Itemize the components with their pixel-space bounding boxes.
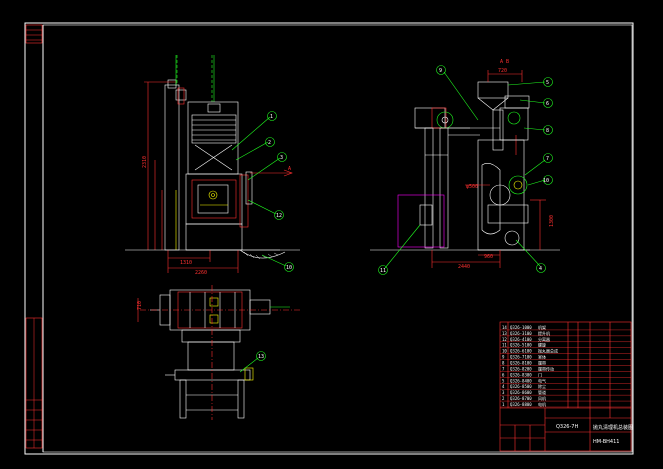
callout-10: 10 — [286, 265, 292, 271]
parts-row-name: 抛丸器总成 — [538, 348, 558, 354]
parts-row-name: 风机 — [538, 395, 546, 401]
parts-row-no: 4 — [502, 384, 505, 389]
parts-row-code: Q326-6100 — [510, 349, 532, 354]
drawing-name: 抛丸清理机总装图 — [593, 424, 633, 431]
parts-row-name: 电气 — [538, 377, 546, 383]
parts-row-name: 履带传动 — [538, 365, 554, 371]
dim-bottom-1: 1310 — [180, 260, 192, 266]
parts-row-code: Q326-8400 — [510, 378, 532, 383]
parts-row-name: 除尘 — [538, 383, 546, 389]
parts-row-no: 2 — [502, 396, 505, 401]
title-block — [499, 321, 632, 452]
left-front-view — [125, 55, 300, 273]
parts-row-no: 11 — [502, 343, 507, 348]
parts-row-no: 13 — [502, 331, 507, 336]
sheet-border — [24, 22, 634, 455]
callout-6: 6 — [546, 101, 549, 107]
callout-1: 1 — [270, 114, 273, 120]
parts-row-code: Q326-8100 — [510, 361, 532, 366]
parts-row-name: 提升机 — [538, 330, 550, 336]
parts-row-no: 9 — [502, 355, 505, 360]
parts-row-name: 机架 — [538, 324, 546, 330]
dim-height: 2310 — [142, 156, 148, 168]
parts-row-no: 6 — [502, 372, 505, 377]
parts-row-no: 14 — [502, 325, 507, 330]
parts-row-code: Q326-3100 — [510, 331, 532, 336]
callout-4: 4 — [539, 266, 542, 272]
right-view-callouts — [378, 65, 553, 275]
parts-row-name: 管道 — [538, 389, 546, 395]
left-view-callout-labels: 1 2 3 12 10 A 2310 1310 2260 — [142, 114, 292, 276]
dim-mid: 960 — [484, 254, 493, 260]
parts-row-no: 3 — [502, 390, 505, 395]
callout-7: 7 — [546, 156, 549, 162]
title-block-text: Q326-7H 抛丸清理机总装图 HM-BH411 — [556, 424, 633, 445]
parts-row-no: 10 — [502, 349, 507, 354]
dim-plan-side: 710 — [137, 301, 143, 310]
parts-row-name: 门 — [538, 371, 542, 377]
parts-row-code: Q326-1000 — [510, 325, 532, 330]
callout-13: 13 — [258, 354, 264, 360]
right-view-callout-labels: 9 5 6 8 7 10 4 11 A B 720 1300 2440 960 … — [380, 59, 555, 274]
drawing-number: HM-BH411 — [593, 439, 619, 445]
plan-view-callouts: 13 710 — [137, 301, 266, 361]
callout-2: 2 — [268, 140, 271, 146]
parts-row-name: 室体 — [538, 354, 546, 360]
parts-row-code: Q326-8800 — [510, 402, 532, 407]
right-side-view — [370, 70, 560, 269]
parts-row-no: 1 — [502, 402, 505, 407]
parts-row-code: Q326-8600 — [510, 390, 532, 395]
parts-row-no: 7 — [502, 366, 505, 371]
parts-row-code: Q326-8200 — [510, 366, 532, 371]
plan-view — [137, 285, 300, 420]
callout-9: 9 — [439, 68, 442, 74]
callout-5: 5 — [546, 80, 549, 86]
dim-inner: φ500 — [466, 184, 478, 190]
callout-12: 12 — [276, 213, 282, 219]
parts-row-no: 8 — [502, 361, 505, 366]
model-number: Q326-7H — [556, 424, 578, 430]
left-view-callouts — [265, 111, 294, 272]
dim-side: 1300 — [549, 215, 555, 227]
callout-10b: 10 — [543, 178, 549, 184]
parts-row-name: 电机 — [538, 401, 546, 407]
parts-row-no: 12 — [502, 337, 507, 342]
parts-row-name: 螺旋 — [538, 342, 546, 348]
dim-bottom-2: 2260 — [195, 270, 207, 276]
parts-row-code: Q326-8300 — [510, 372, 532, 377]
parts-row-code: Q326-5100 — [510, 343, 532, 348]
parts-row-name: 分离器 — [538, 336, 550, 342]
callout-8: 8 — [546, 128, 549, 134]
parts-row-code: Q326-8700 — [510, 396, 532, 401]
dim-top: 720 — [498, 68, 507, 74]
parts-row-code: Q326-8500 — [510, 384, 532, 389]
section-mark-a: A — [288, 166, 291, 172]
parts-row-code: Q326-4100 — [510, 337, 532, 342]
callout-11: 11 — [380, 268, 386, 274]
parts-row-no: 5 — [502, 378, 505, 383]
callout-3: 3 — [280, 155, 283, 161]
dim-left: 2440 — [458, 264, 470, 270]
parts-row-code: Q326-7100 — [510, 355, 532, 360]
section-mark-ab: A B — [500, 59, 509, 65]
parts-row-name: 履带 — [538, 360, 546, 366]
